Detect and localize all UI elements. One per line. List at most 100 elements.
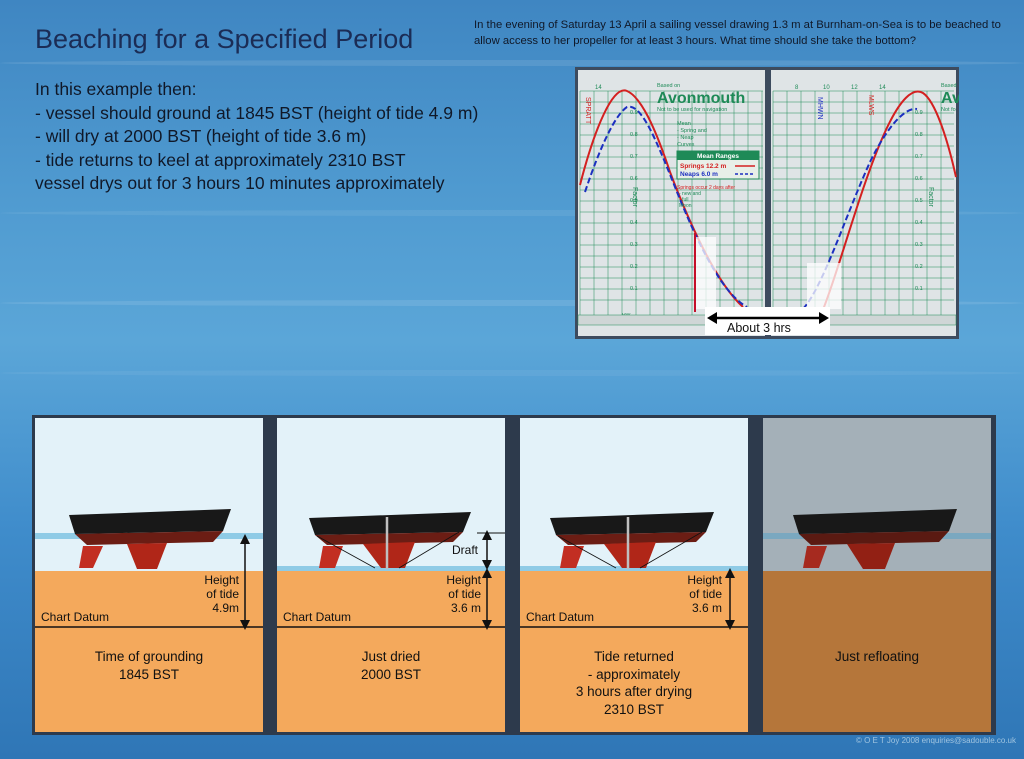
factor-tick: 0.9 (630, 110, 638, 116)
height-of-tide-label: Height of tide 3.6 m (446, 573, 481, 615)
curves-label: - Neap (677, 135, 694, 141)
factor-tick: 0.8 (915, 132, 923, 138)
panel-caption: Just dried 2000 BST (277, 648, 505, 683)
not-for-navigation: Not to be used for navigation (657, 107, 727, 113)
arrow-head-up-icon (725, 568, 735, 578)
time-tick: 10 (823, 85, 830, 91)
factor-tick: 0.4 (630, 220, 638, 226)
height-label-line: of tide (206, 587, 239, 601)
factor-tick: 0.8 (630, 132, 638, 138)
caption-line: 1845 BST (118, 666, 180, 682)
water-surface (520, 566, 748, 571)
drying-period-highlight (807, 263, 841, 309)
factor-tick: 0.5 (915, 198, 923, 204)
factor-tick: 0.7 (915, 154, 923, 160)
caption-line: Time of grounding (94, 649, 204, 664)
factor-tick: 0.3 (630, 242, 638, 248)
vertical-label: MHWN (816, 97, 823, 120)
height-of-tide-label: Height of tide 3.6 m (687, 573, 722, 615)
water-surface (277, 566, 505, 571)
height-of-tide-label: Height of tide 4.9m (204, 573, 239, 615)
time-tick: 8 (795, 85, 799, 91)
not-for-navigation: Not fo (941, 107, 956, 113)
panel-caption: Tide returned - approximately 3 hours af… (520, 648, 748, 718)
chart-datum-label: Chart Datum (526, 610, 595, 624)
seabed (277, 571, 505, 732)
springs-curve (821, 90, 957, 313)
about-label-bg (705, 307, 830, 335)
left-chart-grid (579, 90, 763, 315)
height-label-line: of tide (689, 587, 722, 601)
drying-period-highlight (696, 237, 716, 309)
factor-tick: 0.1 (630, 286, 638, 292)
height-label-line: Height (687, 573, 722, 587)
example-points: In this example then: - vessel should gr… (35, 78, 478, 196)
factor-tick: 0.3 (915, 242, 923, 248)
panel-just-dried: Draft Height of tide 3.6 m Chart Datum J… (277, 418, 505, 732)
sea-texture (0, 60, 1024, 66)
time-tick: 14 (879, 85, 886, 91)
panel-caption: Just refloating (763, 648, 991, 666)
curves-label: Curves (677, 142, 695, 148)
tidal-curve-svg: SPRATT MHWN MLWS Factor Factor 14 8 10 1… (575, 67, 961, 339)
vertical-label: SPRATT (584, 97, 591, 125)
panel-time-of-grounding: Height of tide 4.9m Chart Datum Time of … (35, 418, 263, 732)
arrow-head-down-icon (482, 620, 492, 630)
factor-tick: 0.7 (630, 154, 638, 160)
based-on-label: Based (941, 83, 957, 89)
boat-icon (309, 512, 471, 569)
neaps-range: Neaps 6.0 m (680, 171, 718, 178)
curves-label: - Spring and (677, 128, 707, 134)
height-label-line: 3.6 m (450, 601, 481, 615)
arrow-head-up-icon (482, 530, 492, 540)
sea-texture (0, 210, 1024, 216)
caption-line: Just refloating (834, 649, 920, 664)
factor-tick: 0.2 (915, 264, 923, 270)
factor-tick: 0.5 (630, 198, 638, 204)
factor-tick: 0.2 (630, 264, 638, 270)
springs-range: Springs 12.2 m (680, 163, 726, 170)
beaching-panels: Height of tide 4.9m Chart Datum Time of … (32, 415, 996, 735)
panel-tide-returned: Height of tide 3.6 m Chart Datum Tide re… (520, 418, 748, 732)
springs-note: Moon (679, 203, 692, 209)
panel-drawing (520, 512, 748, 630)
factor-label: Factor (631, 187, 638, 208)
arrow-head-down-icon (725, 620, 735, 630)
mean-ranges-title: Mean Ranges (697, 153, 739, 160)
vertical-label: MLWS (867, 95, 874, 116)
example-point: - vessel should ground at 1845 BST (heig… (35, 102, 479, 123)
seabed (35, 571, 263, 732)
panel-drawing (277, 512, 505, 630)
example-point: - will dry at 2000 BST (height of tide 3… (35, 126, 367, 146)
port-name: Av (941, 90, 959, 107)
caption-line: 2310 BST (603, 701, 665, 717)
panel-drawing (35, 509, 263, 630)
sea-texture (0, 300, 1024, 306)
right-chart-grid (772, 90, 954, 315)
factor-ticks: 0.9 0.8 0.7 0.6 0.5 0.4 0.3 0.2 0.1 (915, 110, 923, 292)
copyright: © O E T Joy 2008 enquiries@sadouble.co.u… (855, 736, 1016, 745)
arrow-head-up-icon (482, 568, 492, 578)
example-point: vessel drys out for 3 hours 10 minutes a… (35, 173, 445, 193)
port-name: Avonmouth (657, 90, 745, 107)
panel-caption: Time of grounding 1845 BST (35, 648, 263, 683)
factor-tick: 0.1 (915, 286, 923, 292)
factor-tick: 0.6 (630, 176, 638, 182)
height-label-line: 3.6 m (691, 601, 722, 615)
factor-label: Factor (927, 187, 934, 208)
time-tick: 14 (595, 85, 602, 91)
boat-icon (69, 509, 231, 569)
height-label-line: Height (446, 573, 481, 587)
boat-icon (793, 509, 957, 569)
about-label: About 3 hrs (727, 321, 791, 335)
sea-texture (0, 370, 1024, 376)
springs-note: Springs occur 2 days after (677, 185, 735, 191)
tidal-curve-diagram: SPRATT MHWN MLWS Factor Factor 14 8 10 1… (575, 67, 961, 339)
caption-line: 3 hours after drying (575, 684, 693, 699)
intro-text: In the evening of Saturday 13 April a sa… (474, 19, 1001, 47)
example-point: - tide returns to keel at approximately … (35, 149, 406, 170)
factor-tick: 0.9 (915, 110, 923, 116)
caption-line: Just dried (361, 649, 421, 664)
springs-note: - new and (679, 191, 701, 197)
factor-ticks: 0.9 0.8 0.7 0.6 0.5 0.4 0.3 0.2 0.1 (630, 110, 638, 292)
